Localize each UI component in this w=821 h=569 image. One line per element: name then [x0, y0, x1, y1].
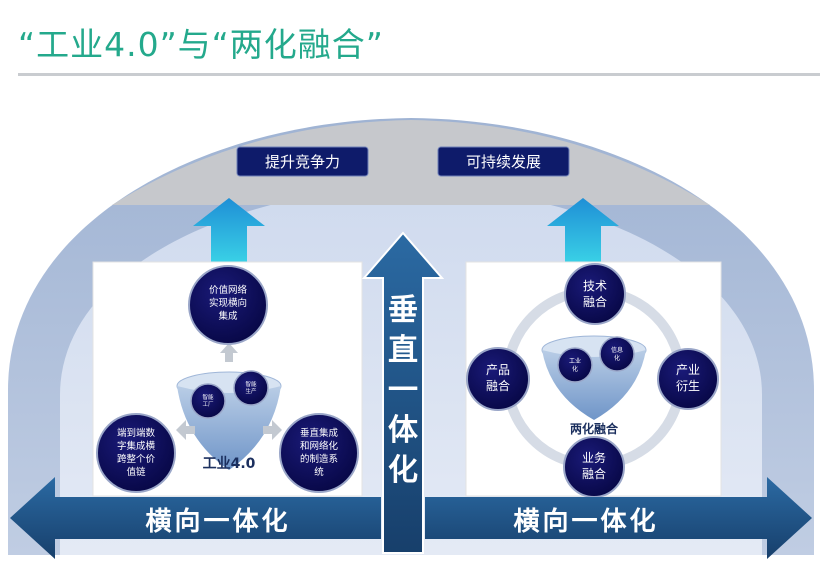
vertical-integration-arrow	[361, 231, 445, 554]
svg-text:智能: 智能	[245, 380, 257, 388]
integration-center-label: 两化融合	[570, 421, 619, 436]
node-informatization: 信息 化	[599, 336, 635, 372]
goal-box-sustainable: 可持续发展	[437, 146, 570, 177]
svg-text:统: 统	[314, 466, 324, 478]
svg-text:融合: 融合	[486, 378, 510, 393]
svg-text:价值网络: 价值网络	[209, 284, 248, 296]
horizontal-label-left: 横向一体化	[145, 506, 290, 537]
svg-text:融合: 融合	[583, 294, 607, 309]
svg-text:技术: 技术	[583, 279, 607, 293]
node-industry-derivation: 产业 衍生	[657, 348, 719, 410]
vertical-label-char: 直	[388, 333, 418, 368]
grey-arrow-right	[263, 420, 282, 440]
svg-text:衍生: 衍生	[676, 379, 700, 393]
svg-text:工厂: 工厂	[202, 401, 214, 408]
goal-label: 可持续发展	[466, 153, 541, 171]
svg-text:实现横向: 实现横向	[209, 297, 247, 309]
horizontal-arrow-right: 横向一体化	[425, 477, 812, 559]
svg-text:跨整个价: 跨整个价	[117, 453, 156, 465]
grey-arrow-left	[176, 420, 195, 440]
page-title: “工业4.0”与“两化融合”	[18, 25, 384, 64]
vertical-label: 垂 直 一 体 化	[388, 293, 419, 488]
svg-text:垂直集成: 垂直集成	[300, 427, 339, 439]
vertical-label-char: 一	[388, 373, 418, 408]
svg-text:工业: 工业	[569, 357, 581, 365]
node-business-integration: 业务 融合	[563, 436, 625, 498]
svg-text:融合: 融合	[582, 466, 606, 481]
title-divider	[18, 73, 820, 76]
goal-label: 提升竞争力	[265, 153, 340, 171]
node-industrialization: 工业 化	[557, 347, 593, 383]
svg-text:业务: 业务	[582, 450, 606, 465]
node-smart-factory: 智能 工厂	[190, 383, 226, 419]
svg-text:化: 化	[572, 365, 578, 373]
up-arrow-right	[547, 198, 619, 262]
industry40-panel: 工业4.0 价值网络 实现横向 集成 端到端数 字集成横 跨整个价 值链 垂直集…	[92, 261, 363, 497]
node-vertical-integration: 垂直集成 和网络化 的制造系 统	[279, 413, 359, 493]
node-tech-integration: 技术 融合	[564, 263, 626, 325]
svg-text:智能: 智能	[202, 393, 214, 401]
svg-text:产业: 产业	[676, 363, 700, 377]
integration-panel: 两化融合 技术 融合 产品 融合 产业 衍生 业务 融合 工业 化 信息	[465, 261, 722, 498]
node-product-integration: 产品 融合	[466, 347, 530, 411]
node-end-to-end: 端到端数 字集成横 跨整个价 值链	[96, 413, 176, 493]
up-arrow-left	[193, 198, 265, 262]
svg-text:集成: 集成	[218, 310, 238, 322]
vertical-label-char: 体	[388, 413, 419, 448]
svg-text:端到端数: 端到端数	[117, 427, 156, 439]
svg-text:和网络化: 和网络化	[300, 440, 339, 452]
svg-text:产品: 产品	[486, 363, 510, 377]
industry40-center-label: 工业4.0	[203, 456, 256, 472]
horizontal-label-right: 横向一体化	[513, 506, 658, 537]
vertical-label-char: 化	[388, 453, 418, 488]
node-value-network: 价值网络 实现横向 集成	[188, 265, 268, 345]
svg-text:字集成横: 字集成横	[117, 440, 156, 452]
node-smart-production: 智能 生产	[233, 370, 269, 406]
svg-text:信息: 信息	[611, 346, 623, 354]
goal-box-competitiveness: 提升竞争力	[236, 146, 369, 177]
svg-text:值链: 值链	[126, 466, 146, 478]
svg-text:的制造系: 的制造系	[300, 453, 338, 465]
svg-text:化: 化	[614, 354, 620, 362]
vertical-label-char: 垂	[388, 293, 418, 328]
svg-text:生产: 生产	[245, 387, 257, 395]
horizontal-arrow-left: 横向一体化	[10, 477, 381, 559]
grey-arrow-up	[220, 343, 238, 362]
